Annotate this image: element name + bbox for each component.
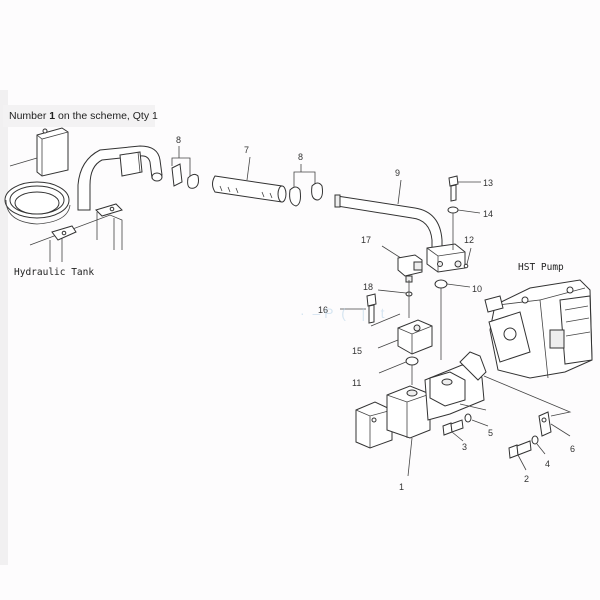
callout-label: 13: [483, 178, 493, 188]
caption-prefix: Number: [9, 110, 50, 122]
callout-label: 15: [352, 346, 362, 356]
callout-label: 10: [472, 284, 482, 294]
callout-label: 2: [524, 474, 529, 484]
part-16-bolt[interactable]: 16: [318, 293, 401, 327]
part-15-block[interactable]: 15: [352, 319, 433, 356]
left-margin-strip: [0, 90, 8, 565]
callout-label: 9: [395, 168, 400, 178]
callout-8-right: 8: [289, 152, 323, 207]
scheme-caption: Number 1 on the scheme, Qty 1: [3, 105, 158, 127]
watermark: · – P ( | t: [300, 305, 385, 321]
hydraulic-tank-label: Hydraulic Tank: [14, 267, 94, 278]
part-17-valve[interactable]: 17: [361, 235, 423, 283]
callout-8-left: 8: [171, 135, 199, 189]
part-13-bolt[interactable]: 13: [448, 175, 493, 202]
part-11-oring[interactable]: 11: [352, 356, 419, 388]
caption-part-number: 1: [49, 110, 56, 122]
part-14-washer[interactable]: 14: [447, 206, 493, 250]
part-4-washer[interactable]: 4: [531, 435, 550, 469]
callout-label: 3: [462, 442, 467, 452]
callout-label: 1: [399, 482, 404, 492]
part-12-pin[interactable]: 12: [463, 235, 474, 269]
callout-label: 16: [318, 305, 328, 315]
callout-label: 12: [464, 235, 474, 245]
callout-label: 18: [363, 282, 373, 292]
part-6-bracket[interactable]: 6: [483, 375, 575, 454]
svg-text:· – P ( | t: · – P ( | t: [300, 305, 385, 321]
callout-label: 11: [352, 378, 361, 388]
callout-label: 17: [361, 235, 371, 245]
part-1-gear-pump[interactable]: 1: [355, 351, 487, 492]
callout-label: 8: [298, 152, 303, 162]
callout-label: 5: [488, 428, 493, 438]
caption-suffix: on the scheme, Qty 1: [55, 110, 158, 122]
part-7-hose[interactable]: 7: [212, 145, 287, 203]
part-10-oring[interactable]: 10: [434, 279, 482, 360]
callout-label: 14: [483, 209, 493, 219]
callout-label: 4: [545, 459, 550, 469]
part-5-washer[interactable]: 5: [464, 413, 493, 438]
part-2-bolt[interactable]: 2: [508, 440, 532, 484]
hst-pump-assembly: [484, 279, 593, 379]
part-9-pipe[interactable]: 9: [334, 168, 466, 273]
part-18-oring[interactable]: 18: [363, 280, 413, 318]
hydraulic-tank-assembly: [4, 127, 163, 262]
callout-label: 6: [570, 444, 575, 454]
callout-label: 8: [176, 135, 181, 145]
hst-pump-label: HST Pump: [518, 262, 564, 273]
part-3-bolt[interactable]: 3: [442, 419, 467, 452]
callout-label: 7: [244, 145, 249, 155]
